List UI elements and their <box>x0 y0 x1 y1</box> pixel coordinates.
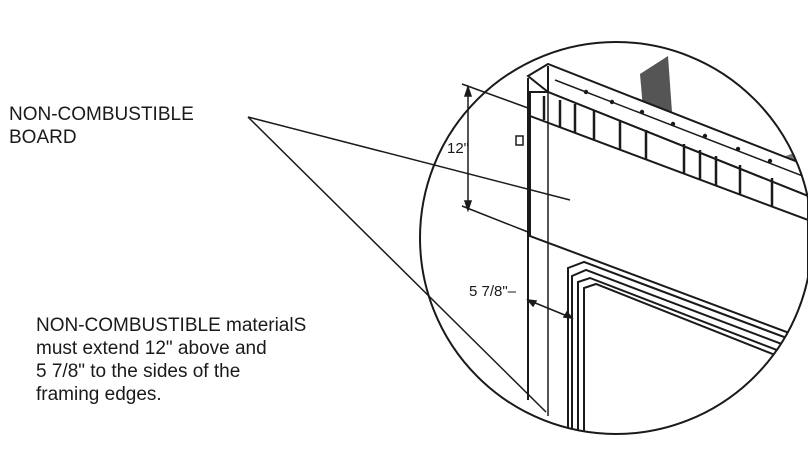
dimension-12-inch <box>461 83 529 233</box>
non-combustible-board <box>529 114 808 342</box>
requirement-note-line-4: framing edges. <box>36 384 162 405</box>
detail-circle <box>419 41 808 435</box>
opening-trim <box>571 268 808 434</box>
dimension-12-label: 12" <box>447 140 470 157</box>
board-callout-line-2: BOARD <box>9 127 77 148</box>
dimension-5-7-8-inch <box>526 299 574 319</box>
requirement-note: NON-COMBUSTIBLE materialS must extend 12… <box>36 314 306 406</box>
requirement-note-line-1: NON-COMBUSTIBLE materialS <box>36 315 307 336</box>
requirement-note-line-3: 5 7/8" to the sides of the <box>36 361 241 382</box>
dimension-5-7-8-label: 5 7/8"– <box>469 283 517 300</box>
board-callout-label: NON-COMBUSTIBLE BOARD <box>9 103 194 149</box>
requirement-note-line-2: must extend 12" above and <box>36 338 267 359</box>
bracket-tab <box>515 135 524 146</box>
board-callout-line-1: NON-COMBUSTIBLE <box>9 104 194 125</box>
detail-view <box>526 56 808 434</box>
board-leader-lines <box>247 116 571 413</box>
